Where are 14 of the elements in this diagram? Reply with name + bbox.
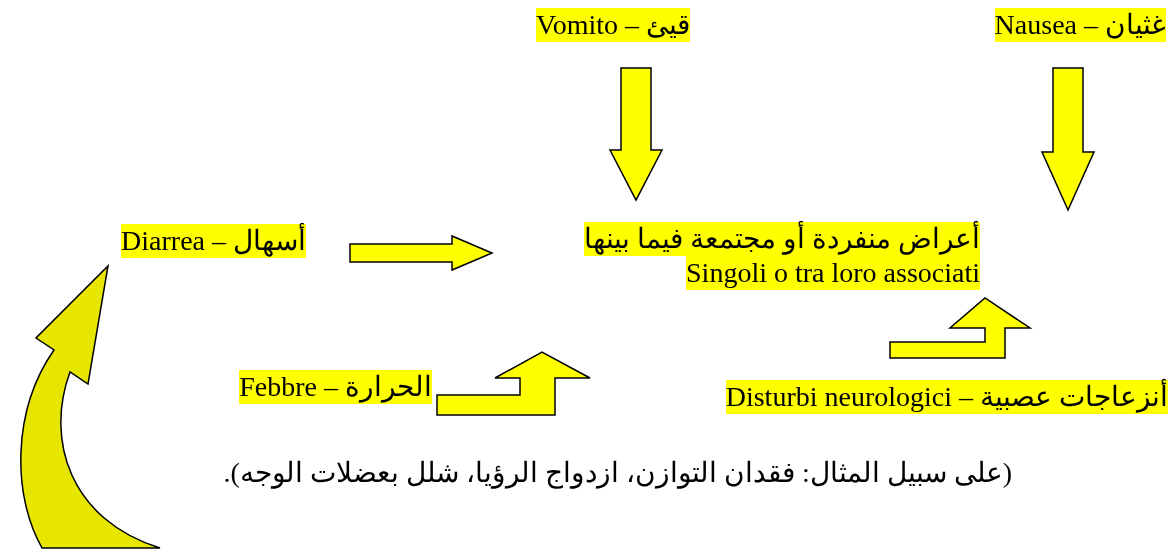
block-arrow [1040, 67, 1096, 212]
highlighted-label: الحرارة – Febbre [239, 370, 432, 404]
highlighted-label: Singoli o tra loro associati [686, 256, 980, 290]
highlighted-label: قيئ – Vomito [536, 8, 690, 42]
highlighted-label: أنزعاجات عصبية – Disturbi neurologici [725, 380, 1168, 414]
block-arrow [889, 297, 1033, 359]
highlighted-label: غثيان – Nausea [994, 8, 1166, 42]
highlighted-label: أعراض منفردة أو مجتمعة فيما بينها [584, 222, 980, 256]
curved-block-arrow [20, 265, 161, 549]
block-arrow [436, 351, 591, 416]
note-text: (على سبيل المثال: فقدان التوازن، ازدواج الرؤيا، شلل بعضلات الوجه). [223, 456, 1012, 490]
block-arrow [349, 234, 494, 272]
highlighted-label: أسهال – Diarrea [121, 224, 306, 258]
block-arrow [608, 67, 664, 202]
